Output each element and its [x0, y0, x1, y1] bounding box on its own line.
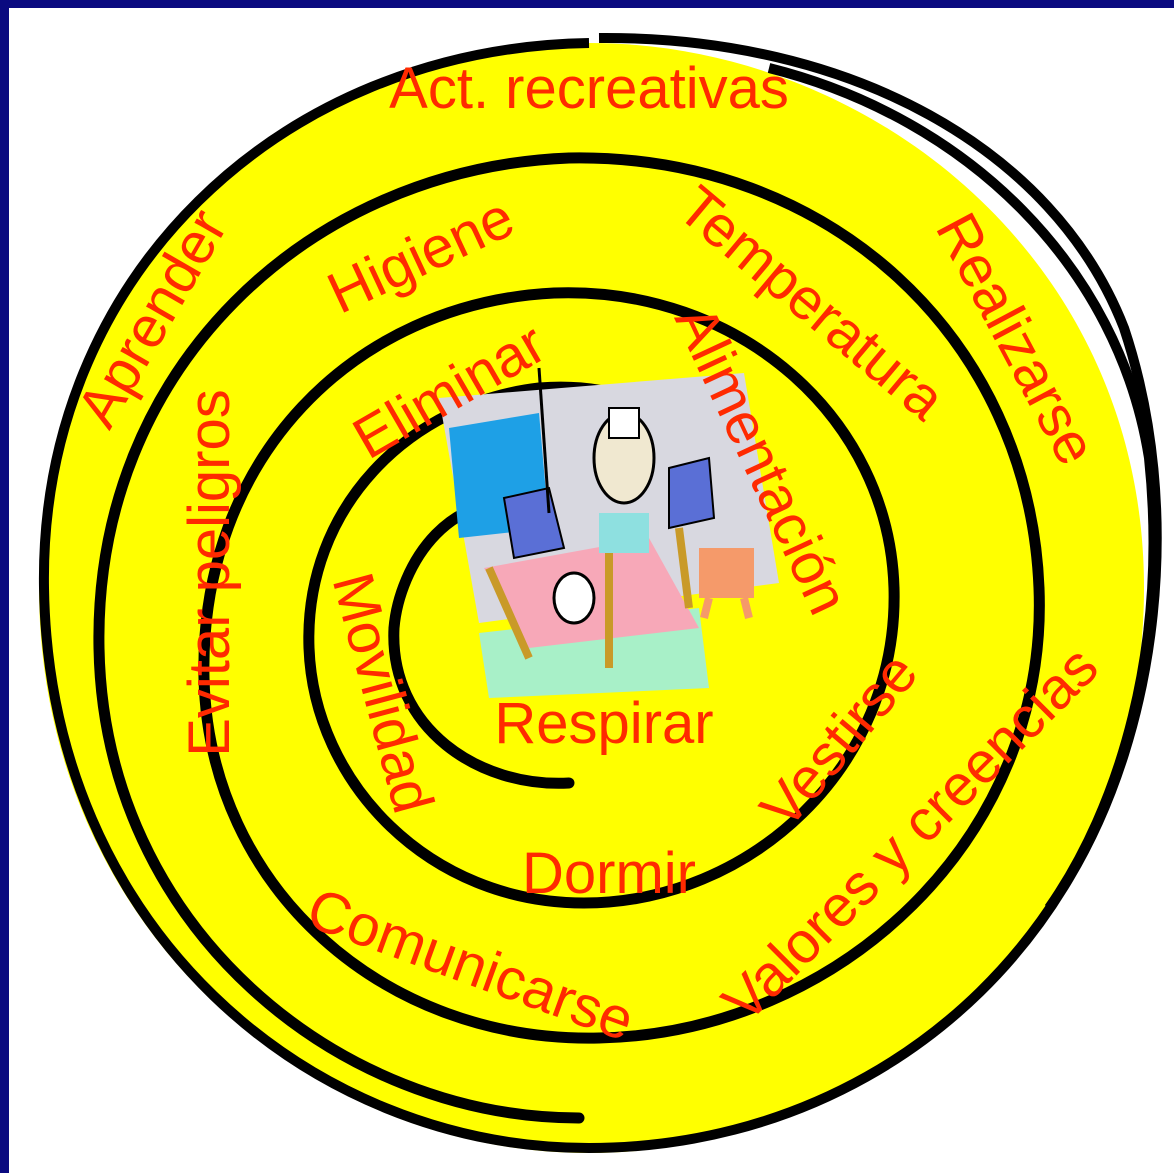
- label-evitar-peligros: Evitar peligros: [177, 389, 242, 756]
- label-respirar: Respirar: [494, 691, 713, 756]
- label-dormir: Dormir: [522, 841, 696, 906]
- needs-spiral-diagram: Act. recreativas Aprender Realizarse Hig…: [9, 8, 1174, 1173]
- slide: Act. recreativas Aprender Realizarse Hig…: [9, 8, 1174, 1173]
- label-act-recreativas: Act. recreativas: [389, 56, 789, 121]
